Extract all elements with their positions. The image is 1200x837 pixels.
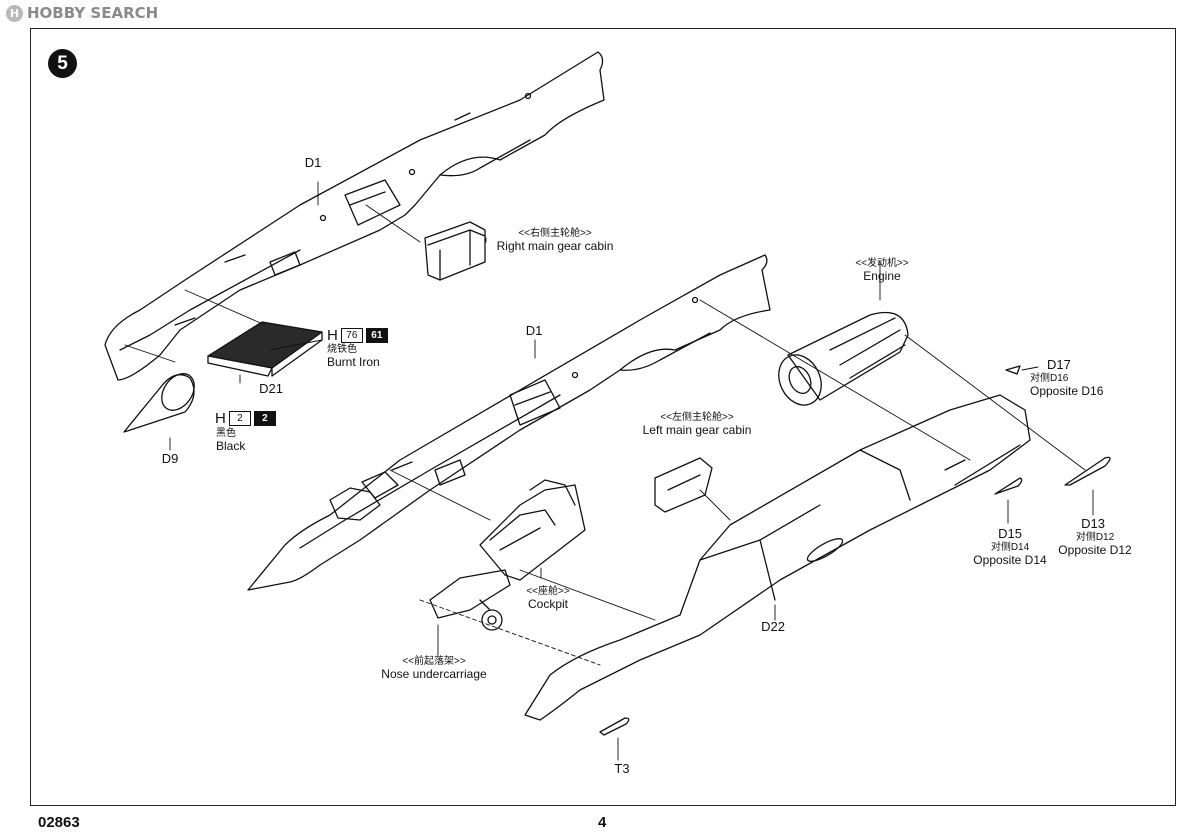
label-t3: T3	[614, 761, 630, 776]
d22-fuselage-part	[524, 394, 1031, 721]
paint-burnt-iron-en: Burnt Iron	[327, 355, 380, 369]
callout-opposite-d16-en: Opposite D16	[1030, 384, 1104, 398]
callout-opposite-d14-cn: 对侧D14	[990, 542, 1030, 553]
footer-product-code: 02863	[38, 814, 80, 831]
watermark-text: HOBBY SEARCH	[27, 4, 159, 22]
callout-opposite-d14: 对侧D14 Opposite D14	[973, 542, 1046, 567]
label-d13: D13	[1081, 516, 1105, 531]
label-d17: D17	[1047, 357, 1071, 372]
callout-opposite-d12-cn: 对侧D12	[1075, 532, 1115, 543]
callout-nose-undercarriage-en: Nose undercarriage	[381, 667, 487, 681]
callout-opposite-d12-en: Opposite D12	[1058, 543, 1132, 557]
engine-part	[778, 311, 909, 406]
callout-opposite-d12: 对侧D12 Opposite D12	[1058, 532, 1131, 557]
paint-black-code-2: 2	[253, 411, 276, 426]
label-d9: D9	[161, 451, 179, 466]
nose-undercarriage-part	[429, 569, 511, 631]
paint-burnt-iron-names: 烧铁色 Burnt Iron	[327, 344, 380, 369]
paint-burnt-iron-code-2: 61	[365, 328, 388, 343]
step-number-badge: 5	[48, 49, 77, 78]
callout-opposite-d14-en: Opposite D14	[973, 553, 1047, 567]
callout-engine-cn: <<发动机>>	[855, 258, 909, 269]
paint-burnt-iron-prefix: H	[327, 327, 338, 344]
callout-left-main-gear-cabin: <<左侧主轮舱>> Left main gear cabin	[643, 412, 752, 437]
label-d15: D15	[998, 526, 1022, 541]
paint-black: H 2 2	[215, 410, 276, 427]
paint-burnt-iron-code-1: 76	[340, 328, 363, 343]
callout-opposite-d16: 对侧D16 Opposite D16	[1030, 373, 1103, 398]
paint-black-cn: 黑色	[216, 428, 236, 439]
callout-nose-undercarriage-cn: <<前起落架>>	[402, 656, 466, 667]
callout-opposite-d16-cn: 对侧D16	[1030, 373, 1069, 384]
d9-nose-cone-part	[123, 373, 195, 433]
callout-cockpit: <<座舱>> Cockpit	[526, 586, 569, 611]
left-main-gear-cabin-part	[654, 457, 713, 513]
label-d1-upper: D1	[304, 155, 322, 170]
label-d21: D21	[259, 381, 283, 396]
callout-cockpit-en: Cockpit	[527, 597, 569, 611]
callout-left-main-gear-cabin-cn: <<左侧主轮舱>>	[660, 412, 734, 423]
paint-black-code-1: 2	[228, 411, 251, 426]
fuselage-half-middle-d1	[247, 254, 771, 591]
callout-nose-undercarriage: <<前起落架>> Nose undercarriage	[381, 656, 486, 681]
callout-right-main-gear-cabin-cn: <<右侧主轮舱>>	[518, 228, 592, 239]
cockpit-tub-part	[479, 479, 586, 581]
page-frame	[30, 28, 1176, 806]
paint-black-names: 黑色 Black	[216, 428, 245, 453]
watermark: H HOBBY SEARCH	[6, 4, 158, 22]
callout-right-main-gear-cabin-en: Right main gear cabin	[496, 239, 614, 253]
callout-right-main-gear-cabin: <<右侧主轮舱>> Right main gear cabin	[497, 228, 614, 253]
paint-burnt-iron: H 76 61	[327, 327, 388, 344]
label-d1-middle: D1	[525, 323, 543, 338]
t3-part	[599, 717, 630, 736]
callout-cockpit-cn: <<座舱>>	[526, 586, 570, 597]
callout-engine-en: Engine	[863, 269, 901, 283]
paint-black-en: Black	[216, 439, 246, 453]
d21-panel-part	[207, 321, 323, 377]
paint-burnt-iron-cn: 烧铁色	[327, 344, 357, 355]
callout-engine: <<发动机>> Engine	[855, 258, 908, 283]
d17-part	[1005, 365, 1021, 375]
paint-black-prefix: H	[215, 410, 226, 427]
label-d22: D22	[761, 619, 785, 634]
d15-part	[994, 477, 1023, 495]
fuselage-half-upper-d1	[104, 51, 605, 381]
right-main-gear-cabin-part	[424, 221, 486, 281]
d13-part	[1064, 456, 1111, 486]
watermark-logo-icon: H	[6, 4, 23, 22]
callout-left-main-gear-cabin-en: Left main gear cabin	[642, 423, 752, 437]
footer-page-number: 4	[598, 814, 607, 831]
